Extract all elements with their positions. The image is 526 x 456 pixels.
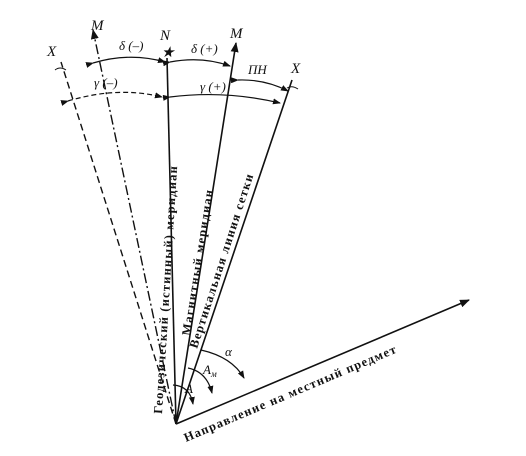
x-right-label: X — [290, 61, 301, 77]
a-arc — [172, 384, 195, 405]
alpha-label: α — [225, 344, 233, 359]
a-label: А — [184, 381, 193, 396]
n-label: N — [159, 28, 171, 44]
a-m-base: А — [202, 362, 211, 377]
true-meridian-line — [166, 57, 177, 425]
geodetic-meridian-label: Геодезический (истинный) меридиан — [151, 165, 180, 415]
star-icon: ★ — [161, 45, 176, 61]
magnetic-meridian-right-line — [175, 42, 239, 425]
object-direction-label: Направление на местный предмет — [182, 342, 399, 445]
magnetic-meridian-left-line — [90, 29, 177, 425]
delta-pos-arc — [162, 59, 231, 67]
am-arc — [187, 367, 214, 394]
gamma-neg-arc — [60, 91, 163, 106]
x-left-end-mark — [54, 67, 67, 71]
grid-north-right-line — [175, 79, 293, 425]
a-m-label: Ам — [202, 362, 217, 379]
x-left-label: X — [46, 44, 57, 60]
pn-arc — [230, 77, 289, 92]
pn-label: ПН — [247, 62, 267, 77]
a-m-subscript: м — [210, 369, 217, 379]
gamma-pos-label: γ (+) — [200, 79, 226, 94]
grid-north-left-line — [60, 61, 177, 425]
delta-pos-label: δ (+) — [191, 41, 218, 56]
gamma-neg-label: γ (–) — [94, 75, 118, 90]
m-left-label: M — [90, 18, 105, 34]
delta-neg-arc — [85, 56, 166, 68]
object-direction-line — [175, 299, 470, 425]
gamma-pos-arc — [162, 93, 281, 105]
alpha-arc — [200, 349, 245, 379]
delta-neg-label: δ (–) — [119, 38, 143, 53]
m-right-label: M — [229, 26, 244, 42]
